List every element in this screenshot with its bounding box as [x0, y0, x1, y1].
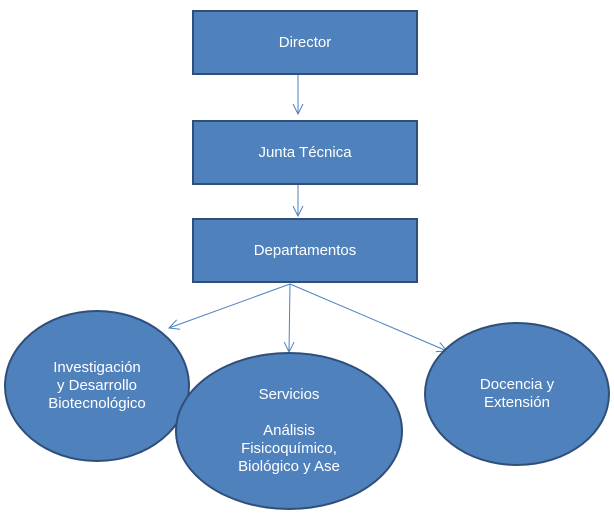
node-investigacion-label: Investigación y Desarrollo Biotecnológic…	[48, 359, 146, 412]
node-director-label: Director	[278, 33, 332, 51]
node-docencia-label: Docencia y Extensión	[479, 376, 555, 411]
edge-departamentos-docencia	[289, 283, 447, 351]
node-investigacion: Investigación y Desarrollo Biotecnológic…	[4, 310, 190, 462]
node-junta-tecnica: Junta Técnica	[192, 120, 418, 185]
node-junta-tecnica-label: Junta Técnica	[258, 143, 352, 161]
node-departamentos-label: Departamentos	[253, 241, 357, 259]
edge-departamentos-investigacion	[169, 283, 291, 328]
node-docencia: Docencia y Extensión	[424, 322, 610, 466]
edge-departamentos-servicios	[289, 283, 290, 352]
node-director: Director	[192, 10, 418, 75]
node-departamentos: Departamentos	[192, 218, 418, 283]
node-servicios-label: Servicios Análisis Fisicoquímico, Biológ…	[238, 386, 340, 475]
node-servicios: Servicios Análisis Fisicoquímico, Biológ…	[175, 352, 403, 510]
